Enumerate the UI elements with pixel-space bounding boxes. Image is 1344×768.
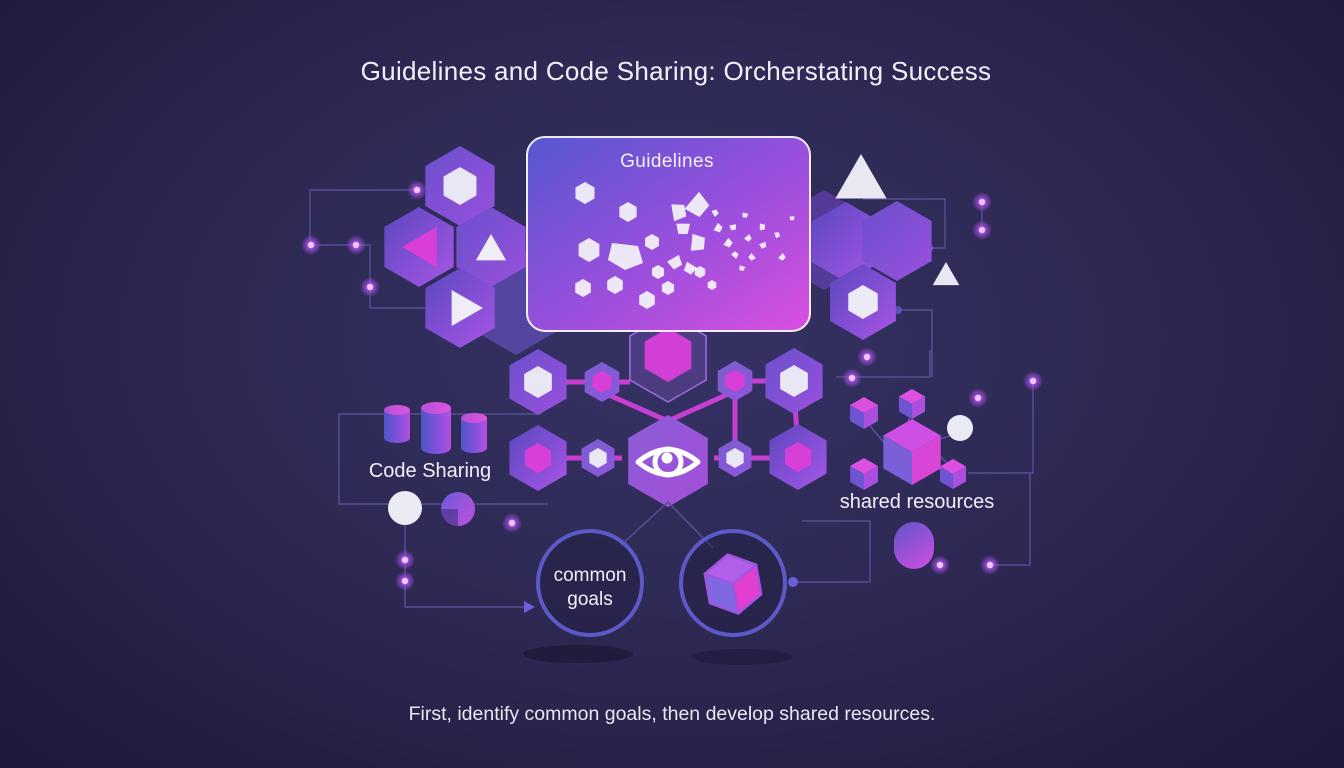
white-circle bbox=[388, 491, 422, 525]
white-circle bbox=[947, 415, 973, 441]
node-dot bbox=[894, 306, 902, 314]
triangle-up-icon bbox=[835, 154, 887, 199]
cube-icon bbox=[898, 389, 926, 419]
common-goals-circle: common goals bbox=[536, 529, 644, 637]
scatter-shapes bbox=[575, 182, 796, 309]
code-sharing-label: Code Sharing bbox=[369, 460, 491, 482]
cube-icon bbox=[883, 419, 941, 485]
cube-icon bbox=[850, 458, 878, 490]
guidelines-card: Guidelines bbox=[526, 136, 811, 332]
pie-circle-icon bbox=[441, 492, 475, 526]
common-goals-line2: goals bbox=[567, 589, 612, 610]
page-title: Guidelines and Code Sharing: Orcherstati… bbox=[361, 56, 992, 86]
cylinder-icon bbox=[461, 413, 487, 453]
card-title: Guidelines bbox=[620, 151, 714, 172]
cylinder-icon bbox=[421, 402, 451, 454]
pill-shape bbox=[894, 522, 934, 569]
right-hexagon-cluster bbox=[811, 154, 960, 340]
cube-circle bbox=[679, 529, 787, 637]
arrow-right-icon bbox=[524, 601, 535, 613]
cube-icon bbox=[939, 459, 967, 489]
triangle-up-icon bbox=[932, 262, 960, 286]
eye-hexagon bbox=[628, 415, 708, 507]
shared-resources-cluster bbox=[850, 389, 973, 569]
circle-shadow bbox=[692, 649, 792, 665]
cylinder-icon bbox=[384, 405, 410, 443]
code-sharing-cluster bbox=[384, 402, 487, 526]
node-dot bbox=[788, 577, 798, 587]
shared-resources-label: shared resources bbox=[840, 491, 995, 513]
circle-shadow bbox=[523, 645, 633, 663]
common-goals-line1: common bbox=[554, 565, 627, 586]
eye-icon bbox=[635, 446, 701, 478]
caption: First, identify common goals, then devel… bbox=[409, 703, 936, 725]
cube-icon bbox=[850, 397, 878, 429]
